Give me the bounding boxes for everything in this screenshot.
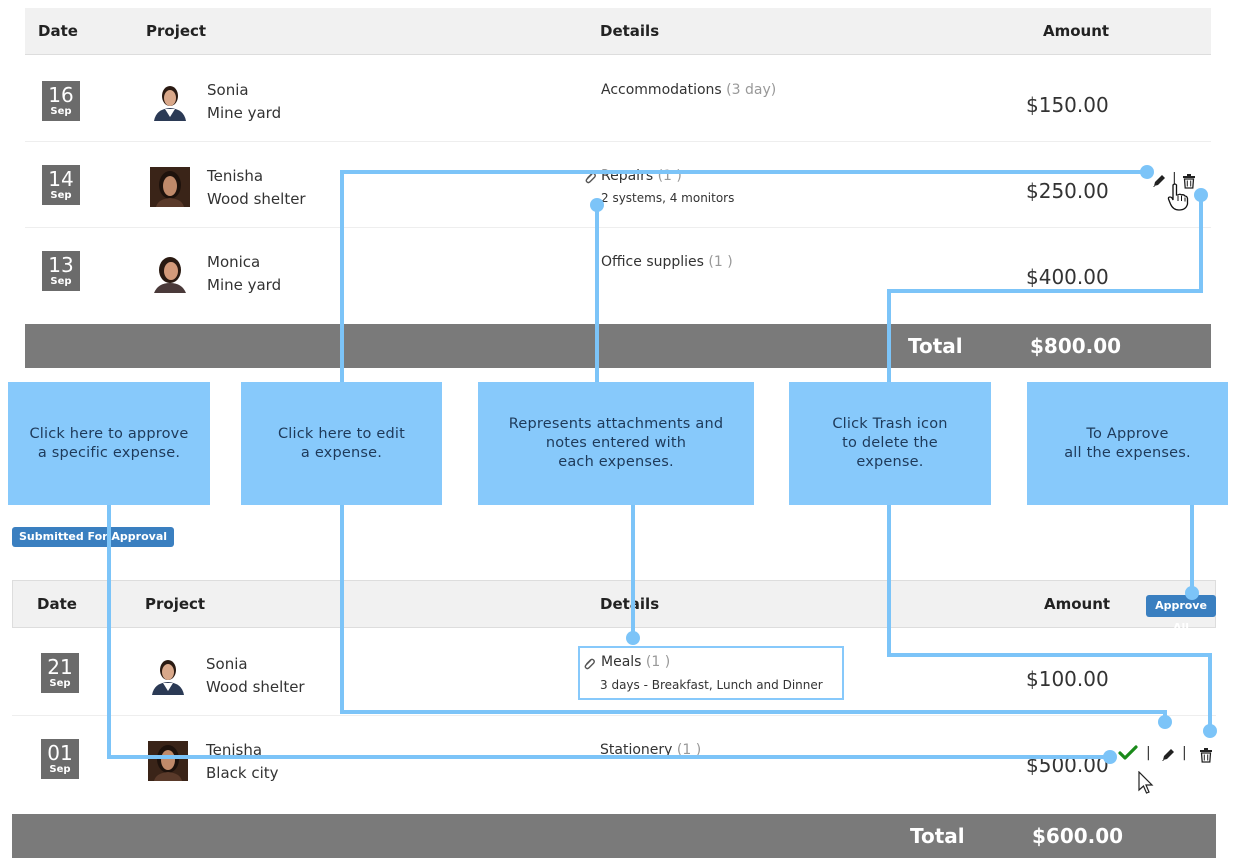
project-name: Wood shelter bbox=[207, 190, 306, 208]
expense-detail: Meals (1 ) bbox=[601, 654, 670, 670]
total-label: Total bbox=[908, 334, 963, 358]
date-month: Sep bbox=[50, 106, 72, 117]
column-header-details: Details bbox=[600, 595, 660, 613]
callout-attachments: Represents attachments and notes entered… bbox=[478, 382, 754, 505]
column-header-date: Date bbox=[38, 22, 78, 40]
expense-detail: Office supplies (1 ) bbox=[601, 254, 733, 270]
expense-amount: $500.00 bbox=[1026, 753, 1109, 777]
table-header: Date Project Details Amount bbox=[12, 580, 1216, 628]
expense-category: Office supplies bbox=[601, 254, 704, 270]
person-name: Sonia bbox=[206, 655, 248, 673]
callout-approve-expense: Click here to approve a specific expense… bbox=[8, 382, 210, 505]
expense-note: 3 days - Breakfast, Lunch and Dinner bbox=[600, 678, 823, 692]
separator: | bbox=[1146, 745, 1151, 761]
pencil-icon[interactable] bbox=[1160, 747, 1176, 763]
expense-detail: Repairs (1 ) bbox=[601, 168, 682, 184]
date-month: Sep bbox=[50, 276, 72, 287]
date-badge: 16 Sep bbox=[42, 81, 80, 121]
avatar bbox=[148, 741, 188, 781]
expense-table-reviewed: Date Project Details Amount 16 Sep Sonia… bbox=[25, 8, 1211, 368]
expense-category: Stationery bbox=[600, 742, 673, 758]
avatar bbox=[150, 167, 190, 207]
person-name: Tenisha bbox=[206, 741, 263, 759]
expense-note: 2 systems, 4 monitors bbox=[601, 191, 735, 205]
date-badge: 13 Sep bbox=[42, 251, 80, 291]
pencil-icon[interactable] bbox=[1151, 173, 1167, 189]
expense-detail: Stationery (1 ) bbox=[600, 742, 701, 758]
expense-amount: $150.00 bbox=[1026, 93, 1109, 117]
table-row: 14 Sep Tenisha Wood shelter Repairs (1 )… bbox=[25, 141, 1211, 228]
table-row: 21 Sep Sonia Wood shelter Meals (1 ) 3 d… bbox=[12, 629, 1216, 716]
callout-edit-expense: Click here to edit a expense. bbox=[241, 382, 442, 505]
column-header-project: Project bbox=[146, 22, 207, 40]
expense-count: (1 ) bbox=[676, 742, 702, 758]
total-bar: Total $600.00 bbox=[12, 814, 1216, 858]
hand-cursor-icon bbox=[1167, 183, 1189, 211]
avatar bbox=[148, 655, 188, 695]
column-header-project: Project bbox=[145, 595, 206, 613]
person-name: Monica bbox=[207, 253, 261, 271]
avatar bbox=[150, 81, 190, 121]
date-day: 21 bbox=[47, 655, 73, 679]
column-header-details: Details bbox=[600, 22, 660, 40]
arrow-cursor-icon bbox=[1138, 771, 1154, 794]
table-row: 01 Sep Tenisha Black city Stationery (1 … bbox=[12, 715, 1216, 801]
expense-detail: Accommodations (3 day) bbox=[601, 82, 776, 98]
person-name: Tenisha bbox=[207, 167, 264, 185]
date-month: Sep bbox=[49, 764, 71, 775]
expense-count: (1 ) bbox=[645, 654, 671, 670]
paperclip-icon[interactable] bbox=[583, 171, 597, 185]
total-value: $800.00 bbox=[1030, 334, 1122, 358]
project-name: Mine yard bbox=[207, 276, 282, 294]
expense-table-submitted: Date Project Details Amount Approve All … bbox=[12, 580, 1216, 860]
project-name: Mine yard bbox=[207, 104, 282, 122]
total-bar: Total $800.00 bbox=[25, 324, 1211, 368]
table-row: 16 Sep Sonia Mine yard Accommodations (3… bbox=[25, 55, 1211, 142]
expense-category: Meals bbox=[601, 654, 642, 670]
expense-amount: $400.00 bbox=[1026, 265, 1109, 289]
project-name: Wood shelter bbox=[206, 678, 305, 696]
check-icon[interactable] bbox=[1118, 745, 1138, 761]
person-name: Sonia bbox=[207, 81, 249, 99]
expense-count: (1 ) bbox=[657, 168, 682, 184]
trash-icon[interactable] bbox=[1199, 748, 1213, 763]
status-badge: Submitted For Approval bbox=[12, 527, 175, 547]
callout-trash: Click Trash icon to delete the expense. bbox=[789, 382, 991, 505]
expense-count: (3 day) bbox=[726, 82, 777, 98]
expense-amount: $250.00 bbox=[1026, 179, 1109, 203]
date-month: Sep bbox=[50, 190, 72, 201]
expense-count: (1 ) bbox=[708, 254, 733, 270]
date-badge: 14 Sep bbox=[42, 165, 80, 205]
date-badge: 21 Sep bbox=[41, 653, 79, 693]
separator: | bbox=[1172, 171, 1177, 187]
expense-category: Accommodations bbox=[601, 82, 722, 98]
expense-amount: $100.00 bbox=[1026, 667, 1109, 691]
callout-approve-all: To Approve all the expenses. bbox=[1027, 382, 1228, 505]
approve-all-button[interactable]: Approve All bbox=[1146, 595, 1216, 634]
date-month: Sep bbox=[49, 678, 71, 689]
table-row: 13 Sep Monica Mine yard Office supplies … bbox=[25, 227, 1211, 313]
total-label: Total bbox=[910, 824, 965, 848]
table-header: Date Project Details Amount bbox=[25, 8, 1211, 55]
separator: | bbox=[1182, 745, 1187, 761]
date-day: 13 bbox=[48, 253, 74, 277]
date-day: 14 bbox=[48, 167, 74, 191]
expense-category: Repairs bbox=[601, 168, 654, 184]
project-name: Black city bbox=[206, 764, 279, 782]
trash-icon[interactable] bbox=[1182, 174, 1196, 189]
date-badge: 01 Sep bbox=[41, 739, 79, 779]
column-header-amount: Amount bbox=[1044, 595, 1111, 613]
paperclip-icon[interactable] bbox=[582, 657, 596, 671]
avatar bbox=[150, 253, 190, 293]
column-header-amount: Amount bbox=[1043, 22, 1110, 40]
column-header-date: Date bbox=[37, 595, 77, 613]
date-day: 16 bbox=[48, 83, 74, 107]
total-value: $600.00 bbox=[1032, 824, 1124, 848]
date-day: 01 bbox=[47, 741, 73, 765]
